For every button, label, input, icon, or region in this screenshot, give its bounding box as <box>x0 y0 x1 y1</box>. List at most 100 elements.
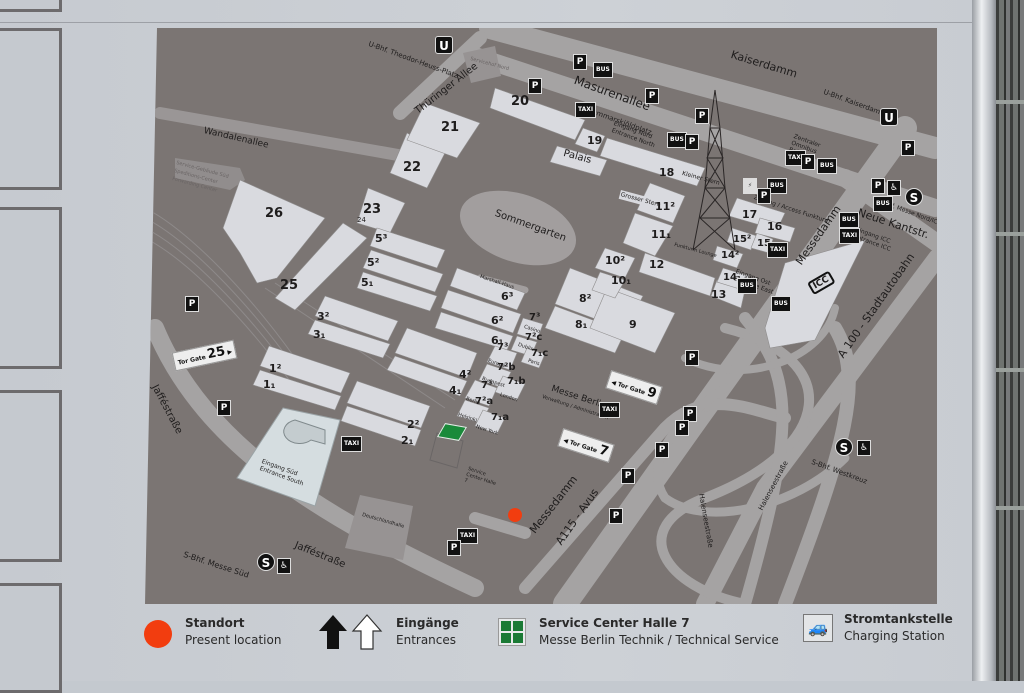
hall-26 <box>222 179 326 284</box>
side-panel-frame <box>0 583 62 693</box>
road-gate7 <box>519 398 791 594</box>
hall-label-2-1: 2₁ <box>401 434 414 447</box>
background-fence <box>996 0 1024 681</box>
hall-label-24: 24 <box>357 216 366 224</box>
hall-label-16: 16 <box>767 220 783 233</box>
hall-label-10-1: 10₁ <box>611 274 632 287</box>
deutschlandhalle <box>345 495 413 560</box>
parking-icon: P <box>185 296 199 312</box>
legend-eingaenge: Eingänge Entrances <box>396 616 459 647</box>
legend-standort: Standort Present location <box>185 616 281 647</box>
hall-label-2-2: 2² <box>407 418 420 431</box>
hall-6-2 <box>440 289 522 334</box>
parking-icon: P <box>757 188 771 204</box>
road-standort <box>469 512 531 539</box>
hall-label-14-2: 14² <box>721 250 740 261</box>
side-panel-frame <box>0 207 62 369</box>
fence-bar <box>996 232 1024 236</box>
hall-5-1 <box>356 271 438 312</box>
hall-label-20: 20 <box>511 94 530 109</box>
hall-label-4-2: 4² <box>459 368 472 381</box>
wheelchair-icon: ♿ <box>857 440 872 456</box>
hall-3-2 <box>314 295 399 342</box>
road-a100 <box>696 249 937 604</box>
hall-label-7-1c: 7₁c <box>531 348 549 359</box>
road-ramp-1 <box>656 323 815 604</box>
fence-bar <box>996 368 1024 372</box>
legend-stromtankstelle: Stromtankstelle Charging Station <box>844 612 953 643</box>
hall-label-15-2: 15² <box>733 234 752 245</box>
charging-station-legend-icon: 🚙 <box>803 614 833 642</box>
hall-25 <box>274 222 368 311</box>
hall-label-7-2b: 7²b <box>497 362 516 373</box>
hall-label-14-1: 14₁ <box>723 272 742 283</box>
bus-icon: BUS <box>771 296 791 312</box>
hall-label-7-3-berlin: 7³ <box>481 380 493 391</box>
hall-7-1c-paris <box>520 347 546 369</box>
legend-strom-sub: Charging Station <box>844 629 945 643</box>
servicehof-nord <box>463 46 501 83</box>
road-kaiserdamm <box>479 28 937 159</box>
side-panel-frame <box>0 0 62 12</box>
road-thueringer-allee <box>393 31 487 120</box>
legend-eingaenge-title: Eingänge <box>396 616 459 630</box>
hall-label-15-1: 15₁ <box>757 238 775 249</box>
taxi-icon: TAXI <box>341 436 363 452</box>
parking-icon: P <box>685 350 699 366</box>
parking-icon: P <box>871 178 885 194</box>
present-location-icon <box>144 620 172 648</box>
hall-21 <box>406 102 481 159</box>
taxi-icon: TAXI <box>599 402 621 418</box>
hall-label-10-2: 10² <box>605 254 626 267</box>
hall-label-23: 23 <box>363 202 382 217</box>
funkturm-tower <box>692 89 736 251</box>
hall-2-2 <box>346 380 431 429</box>
road-wandalenallee <box>154 107 421 164</box>
fence-bar <box>996 100 1024 104</box>
site-map: Kaiserdamm Masurenallee Thüringer Allee … <box>145 28 937 604</box>
hall-5-2 <box>362 249 444 293</box>
hall-1-1 <box>252 369 342 411</box>
legend-standort-title: Standort <box>185 616 245 630</box>
taxi-icon: TAXI <box>785 150 807 166</box>
s-bahn-icon: S <box>905 188 923 206</box>
hall-label-21: 21 <box>441 120 460 135</box>
entrance-arrows-icon <box>319 614 383 650</box>
u-bahn-icon: U <box>435 36 453 54</box>
hall-19 <box>574 127 606 153</box>
hall-label-22: 22 <box>403 160 422 175</box>
hall-label-12: 12 <box>649 258 665 271</box>
hall-label-7-2a: 7²a <box>475 396 494 407</box>
taxi-icon: TAXI <box>767 242 789 258</box>
legend-service-sub: Messe Berlin Technik / Technical Service <box>539 633 779 647</box>
side-panel-frame <box>0 390 62 562</box>
legend-service-center: Service Center Halle 7 Messe Berlin Tech… <box>539 616 779 647</box>
hall-1-2 <box>259 345 351 394</box>
hall-label-7-2c: 7²c <box>525 332 543 343</box>
hall-label-5-3: 5³ <box>375 232 388 245</box>
hall-9 <box>589 287 676 354</box>
wheelchair-icon: ♿ <box>887 180 902 196</box>
hall-label-7-1b: 7₁b <box>507 376 526 387</box>
parking-icon: P <box>683 406 697 422</box>
parking-icon: P <box>655 442 669 458</box>
hall-label-11-1: 11₁ <box>651 228 672 241</box>
road-ramp-2 <box>739 312 789 604</box>
map-graphics <box>145 28 937 604</box>
parking-icon: P <box>447 540 461 556</box>
bus-icon: BUS <box>817 158 837 174</box>
parking-icon: P <box>695 108 709 124</box>
hall-5-3 <box>369 227 446 269</box>
hall-3-1 <box>307 319 391 359</box>
hall-label-6-3: 6³ <box>501 290 514 303</box>
parking-icon: P <box>901 140 915 156</box>
parking-icon: P <box>217 400 231 416</box>
hall-label-5-1: 5₁ <box>361 276 374 289</box>
bus-icon: BUS <box>593 62 613 78</box>
hall-label-11-2: 11² <box>655 200 676 213</box>
service-gebaeude-sued <box>175 158 245 190</box>
board-top-edge <box>0 22 975 23</box>
taxi-icon: TAXI <box>457 528 479 544</box>
hall-4-1 <box>386 355 468 397</box>
side-panel-frame <box>0 28 62 190</box>
